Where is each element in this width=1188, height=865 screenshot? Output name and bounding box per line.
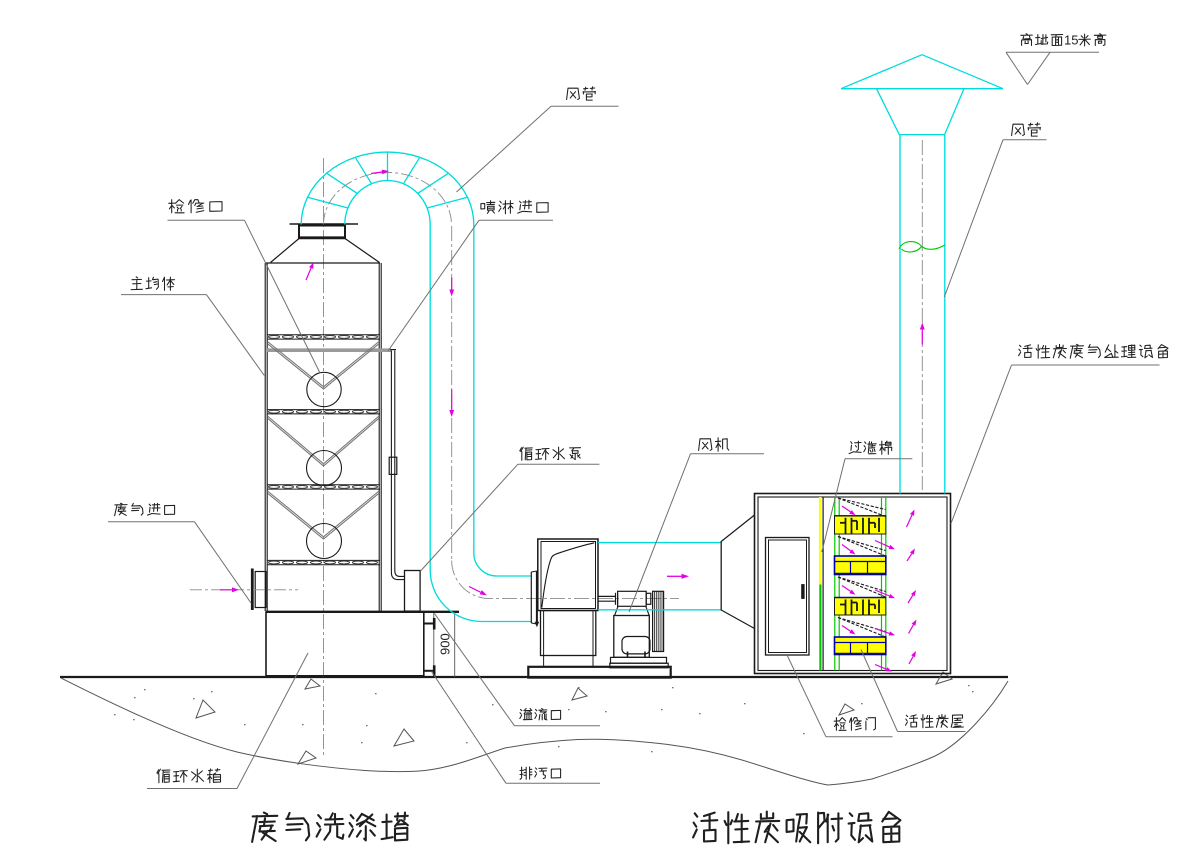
svg-text:15: 15 bbox=[1064, 33, 1078, 48]
svg-text:900: 900 bbox=[438, 633, 453, 655]
